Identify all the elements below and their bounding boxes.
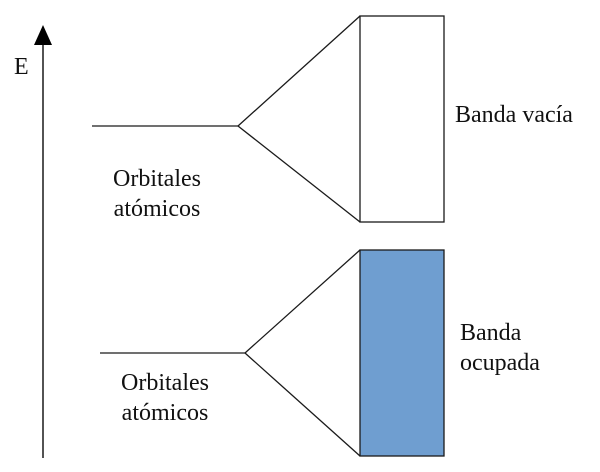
empty-band [359, 15, 445, 223]
lower-orbital-label: Orbitales atómicos [104, 368, 226, 428]
upper-orbital-label-line1: Orbitales [113, 166, 201, 192]
upper-orbital-label: Orbitales atómicos [96, 164, 218, 224]
upper-fan-top [237, 15, 361, 127]
occupied-band-label-line1: Banda [460, 320, 522, 346]
lower-orbital-label-line2: atómicos [121, 400, 209, 426]
energy-axis-arrowhead [34, 25, 52, 45]
occupied-band-label: Banda ocupada [460, 318, 540, 378]
occupied-band-label-line2: ocupada [460, 350, 540, 376]
energy-axis-label: E [14, 54, 29, 80]
upper-orbital-label-line2: atómicos [113, 196, 201, 222]
empty-band-label: Banda vacía [455, 102, 573, 128]
lower-fan-top [244, 249, 361, 354]
lower-fan-bottom [244, 352, 361, 457]
lower-orbital-label-line1: Orbitales [121, 370, 209, 396]
occupied-band [359, 249, 445, 457]
upper-fan-bottom [237, 125, 361, 223]
